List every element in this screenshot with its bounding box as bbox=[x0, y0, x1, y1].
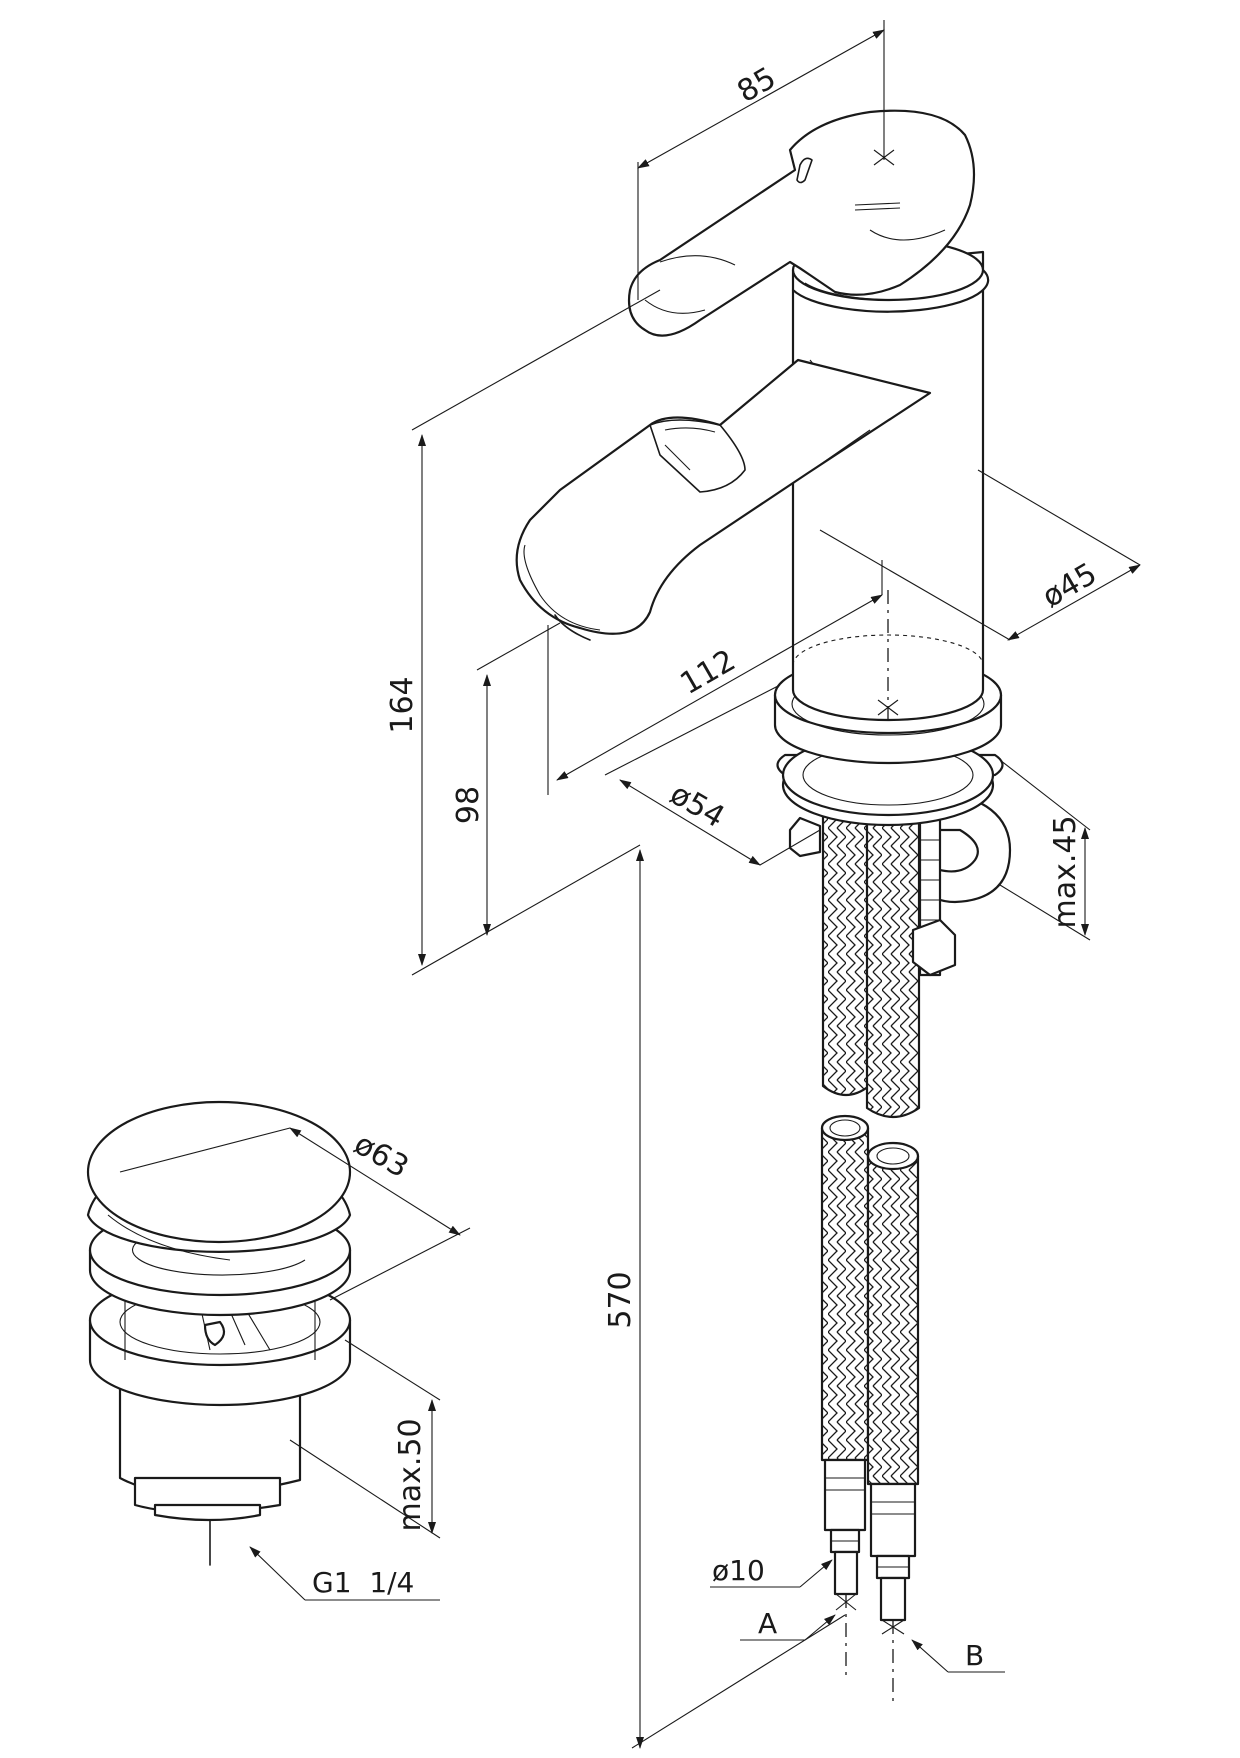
dim-handle-length: 85 bbox=[732, 61, 783, 110]
lower-hoses bbox=[820, 1114, 920, 1486]
dim-max-deck-mixer: max.45 bbox=[1048, 815, 1083, 928]
dim-waste-thread: G1 1/4 bbox=[312, 1566, 414, 1599]
dim-hose-diameter: ø10 bbox=[712, 1554, 765, 1587]
dimension-lines bbox=[119, 20, 1141, 1749]
upper-hoses bbox=[821, 758, 921, 1119]
dim-total-height: 164 bbox=[385, 676, 420, 733]
mixer-handle bbox=[627, 109, 990, 337]
label-hose-a: A bbox=[758, 1607, 777, 1640]
mixer-body bbox=[791, 268, 985, 722]
popup-waste bbox=[86, 1100, 352, 1566]
dim-body-diameter: ø45 bbox=[1037, 556, 1103, 615]
hose-fittings bbox=[823, 1458, 917, 1705]
dim-spout-height: 98 bbox=[451, 786, 486, 824]
mixer-assembly bbox=[515, 109, 1012, 1705]
dim-hose-length: 570 bbox=[603, 1271, 638, 1328]
label-hose-b: B bbox=[965, 1639, 984, 1672]
dim-waste-diameter: ø63 bbox=[348, 1127, 414, 1186]
dim-max-deck-waste: max.50 bbox=[393, 1418, 428, 1531]
dim-spout-reach: 112 bbox=[675, 643, 742, 702]
